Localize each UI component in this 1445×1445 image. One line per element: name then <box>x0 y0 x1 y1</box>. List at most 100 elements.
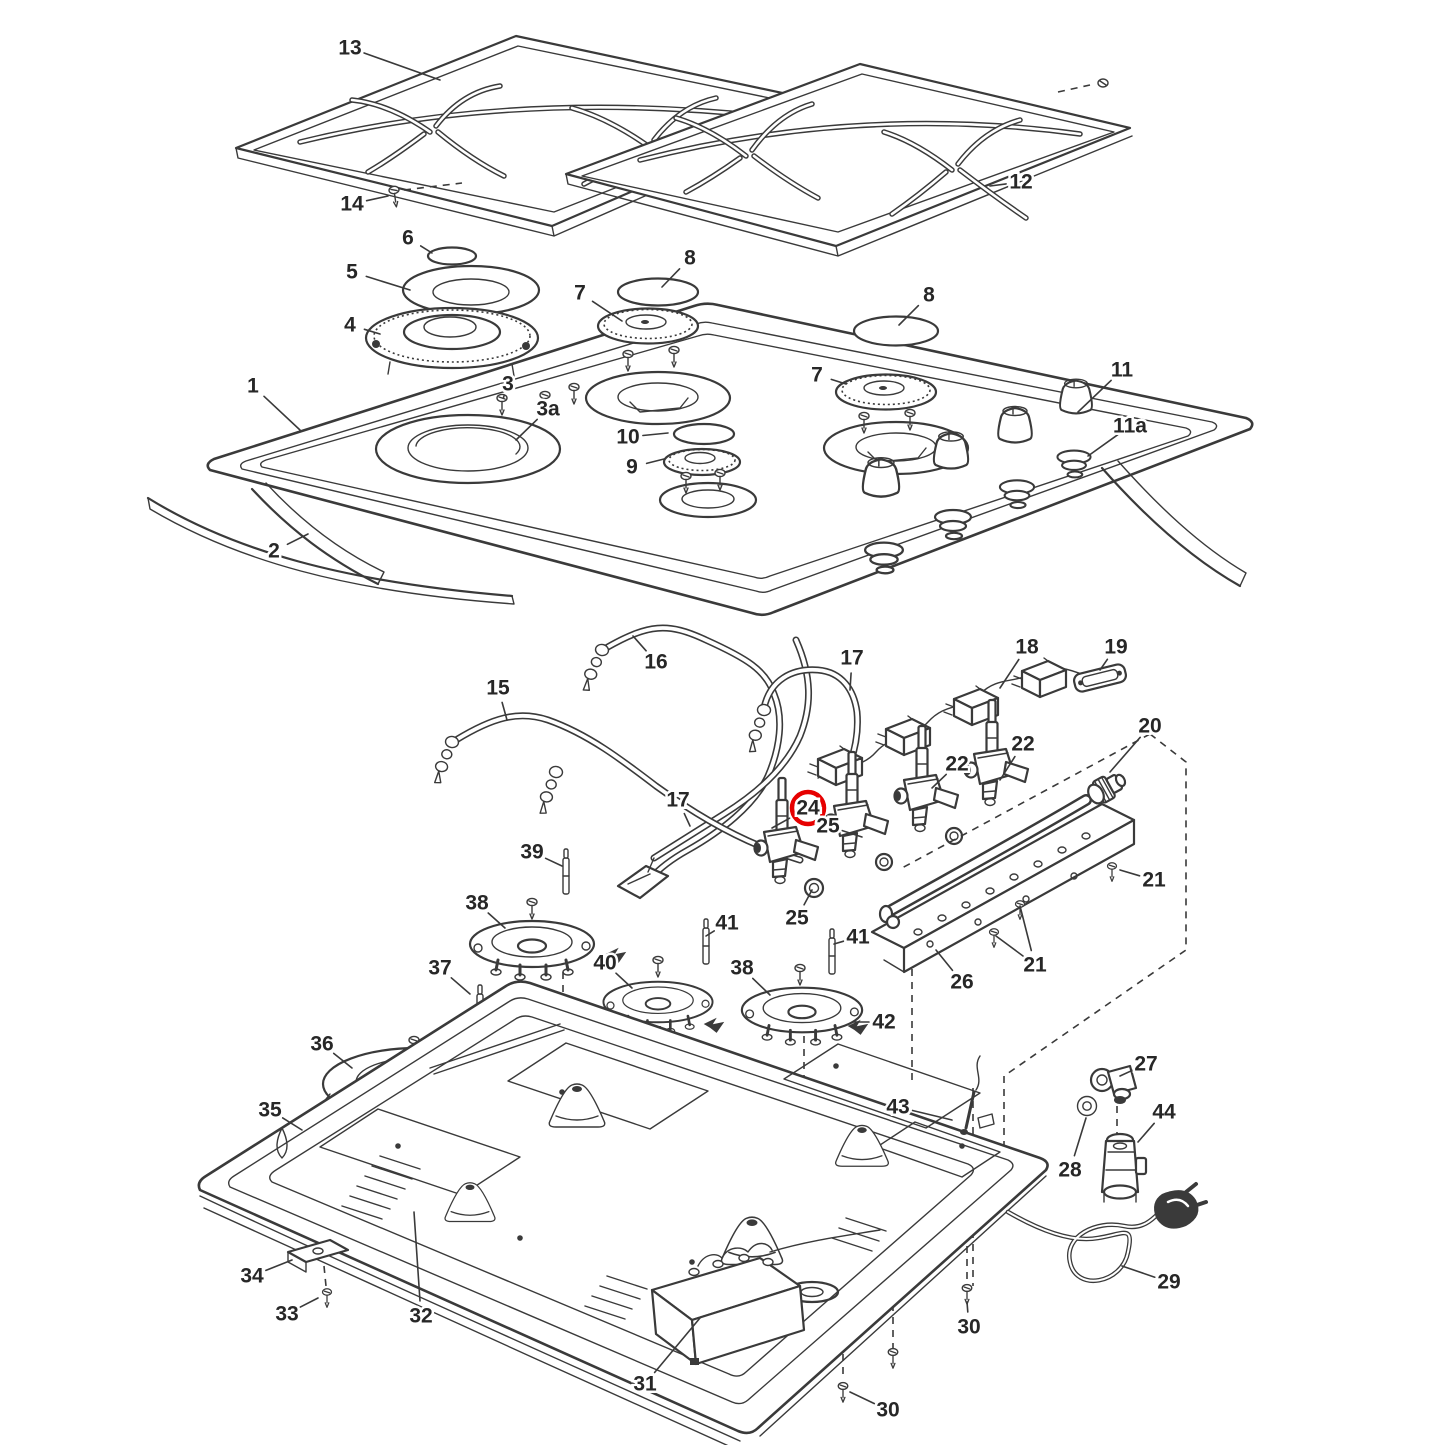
part-label-3: 3 <box>502 373 514 396</box>
part-label-41: 41 <box>715 912 739 935</box>
leader-line <box>751 977 771 996</box>
part-label-7: 7 <box>574 282 586 305</box>
power-plug <box>1154 1182 1208 1229</box>
leader-line <box>591 300 623 322</box>
leader-line <box>645 458 665 465</box>
highlighted-part-circle[interactable] <box>789 789 827 827</box>
callout-16: 16 <box>632 635 670 676</box>
leader-line <box>365 195 389 202</box>
leader-line <box>1119 1069 1134 1077</box>
leader-line <box>1137 1122 1155 1143</box>
callout-10: 10 <box>614 423 669 451</box>
leader-line <box>332 1052 353 1069</box>
callout-38: 38 <box>463 889 506 929</box>
part-label-14: 14 <box>340 193 364 216</box>
part-label-31: 31 <box>633 1373 657 1396</box>
part-label-43: 43 <box>886 1096 909 1119</box>
callout-7: 7 <box>809 361 847 389</box>
leader-line <box>515 418 539 441</box>
callout-38: 38 <box>728 954 771 996</box>
leader-line <box>502 395 505 400</box>
power-cord <box>1005 1182 1208 1283</box>
callout-1: 1 <box>245 372 301 431</box>
callout-36: 36 <box>308 1030 353 1069</box>
leader-line <box>501 701 508 721</box>
part-label-18: 18 <box>1015 636 1039 659</box>
leader-line <box>363 328 381 335</box>
leader-line <box>830 378 847 385</box>
leader-line <box>653 1317 701 1374</box>
thermostat-valve <box>1100 1132 1148 1203</box>
part-label-15: 15 <box>486 677 510 700</box>
leader-line <box>419 245 433 254</box>
callout-25: 25 <box>783 889 813 932</box>
part-label-2: 2 <box>268 540 280 563</box>
part-label-22: 22 <box>1011 733 1034 756</box>
part-label-8: 8 <box>684 247 696 270</box>
burner-aux-stack <box>658 422 758 519</box>
bottom-tray <box>197 980 1049 1445</box>
leader-line <box>1077 379 1112 413</box>
leader-line <box>615 972 633 989</box>
callout-44: 44 <box>1137 1098 1178 1143</box>
leader-line <box>999 658 1020 689</box>
callout-41: 41 <box>833 923 872 951</box>
callout-26: 26 <box>935 949 976 996</box>
leader-line <box>450 976 471 995</box>
part-label-27: 27 <box>1134 1053 1157 1076</box>
callout-37: 37 <box>426 954 471 995</box>
callout-40: 40 <box>591 949 633 989</box>
part-label-44: 44 <box>1152 1101 1176 1124</box>
callout-4: 4 <box>342 311 381 339</box>
part-label-42: 42 <box>872 1011 895 1034</box>
leader-line <box>705 930 716 937</box>
leader-line <box>487 912 506 929</box>
callout-22: 22 <box>931 750 971 789</box>
callout-9: 9 <box>624 453 665 481</box>
part-label-26: 26 <box>950 971 973 994</box>
part-label-25: 25 <box>785 907 809 930</box>
hob-seal <box>146 496 515 605</box>
callout-20: 20 <box>1109 712 1164 773</box>
burner-semirapid-right-stack <box>822 315 970 476</box>
leader-line <box>263 395 301 431</box>
leader-line <box>1109 736 1141 773</box>
part-label-17: 17 <box>840 647 863 670</box>
part-label-10: 10 <box>616 426 639 449</box>
leader-line <box>299 1297 319 1308</box>
callout-28: 28 <box>1056 1117 1087 1184</box>
callout-19: 19 <box>1099 633 1130 671</box>
leader-line <box>1073 1117 1087 1157</box>
part-label-5: 5 <box>346 261 358 284</box>
part-label-38: 38 <box>465 892 489 915</box>
callout-6: 6 <box>400 224 433 254</box>
burner-rapid-stack <box>364 246 580 485</box>
leader-line <box>833 940 845 945</box>
leader-line <box>281 1117 303 1131</box>
ignition-electrode <box>960 1055 995 1135</box>
valve-olive-rings <box>803 826 964 899</box>
part-label-19: 19 <box>1104 636 1127 659</box>
part-label-21: 21 <box>1142 869 1166 892</box>
part-label-28: 28 <box>1058 1159 1082 1182</box>
gas-inlet-elbow <box>1076 1064 1138 1134</box>
callout-31: 31 <box>631 1317 701 1398</box>
part-label-9: 9 <box>626 456 638 479</box>
harness-connector <box>1072 663 1128 693</box>
callout-25: 25 <box>814 812 863 840</box>
callout-24[interactable]: 24 <box>771 789 827 829</box>
leader-line <box>966 1301 969 1313</box>
grate-screw <box>387 182 463 209</box>
part-label-29: 29 <box>1157 1271 1180 1294</box>
callout-33: 33 <box>273 1297 319 1328</box>
leader-line <box>1087 433 1119 457</box>
callout-18: 18 <box>999 633 1041 689</box>
part-label-7: 7 <box>811 364 823 387</box>
ignition-lead-terminal <box>616 864 670 900</box>
callout-32: 32 <box>407 1211 435 1330</box>
leader-line <box>286 533 309 546</box>
callout-30: 30 <box>955 1301 983 1341</box>
leader-line <box>1121 1265 1156 1278</box>
leader-line <box>911 1109 953 1121</box>
